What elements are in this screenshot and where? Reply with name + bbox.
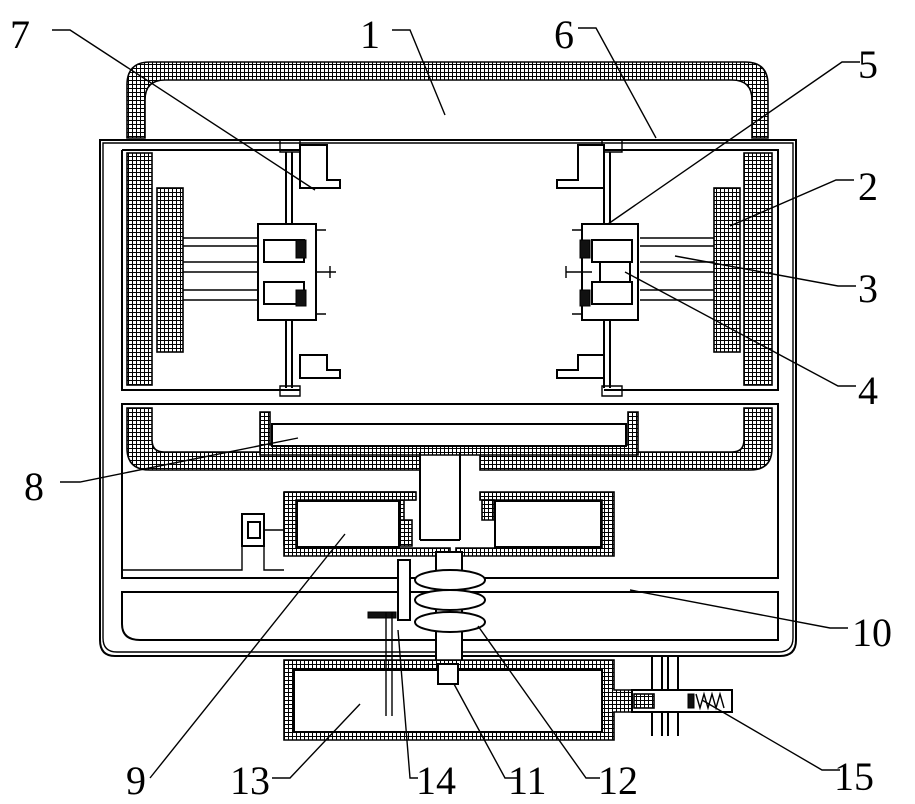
- label-1: 1: [360, 12, 380, 57]
- left-clamp-assembly: [183, 140, 340, 396]
- label-4: 4: [858, 368, 878, 413]
- label-14: 14: [416, 758, 456, 803]
- top-chamber-frame: [127, 62, 768, 138]
- left-wall-hatch: [127, 153, 152, 385]
- left-bellows-cavity: [297, 501, 399, 547]
- right-sponge-pad: [714, 188, 740, 352]
- label-11: 11: [508, 758, 547, 803]
- outlet-valve: [632, 656, 732, 736]
- label-3: 3: [858, 266, 878, 311]
- label-2: 2: [858, 164, 878, 209]
- label-5: 5: [858, 42, 878, 87]
- label-13: 13: [230, 758, 270, 803]
- right-bellows-cavity: [495, 501, 601, 547]
- label-10: 10: [852, 610, 892, 655]
- label-12: 12: [598, 758, 638, 803]
- tray-inner: [272, 424, 626, 446]
- label-6: 6: [554, 12, 574, 57]
- label-8: 8: [24, 464, 44, 509]
- label-15: 15: [834, 754, 874, 799]
- right-clamp-assembly: [557, 140, 714, 396]
- label-9: 9: [126, 758, 146, 803]
- left-bellows-lip: [400, 520, 412, 546]
- label-7: 7: [10, 12, 30, 57]
- right-bellows-lip: [482, 500, 494, 520]
- central-column: [420, 452, 460, 540]
- left-sponge-pad: [157, 188, 183, 352]
